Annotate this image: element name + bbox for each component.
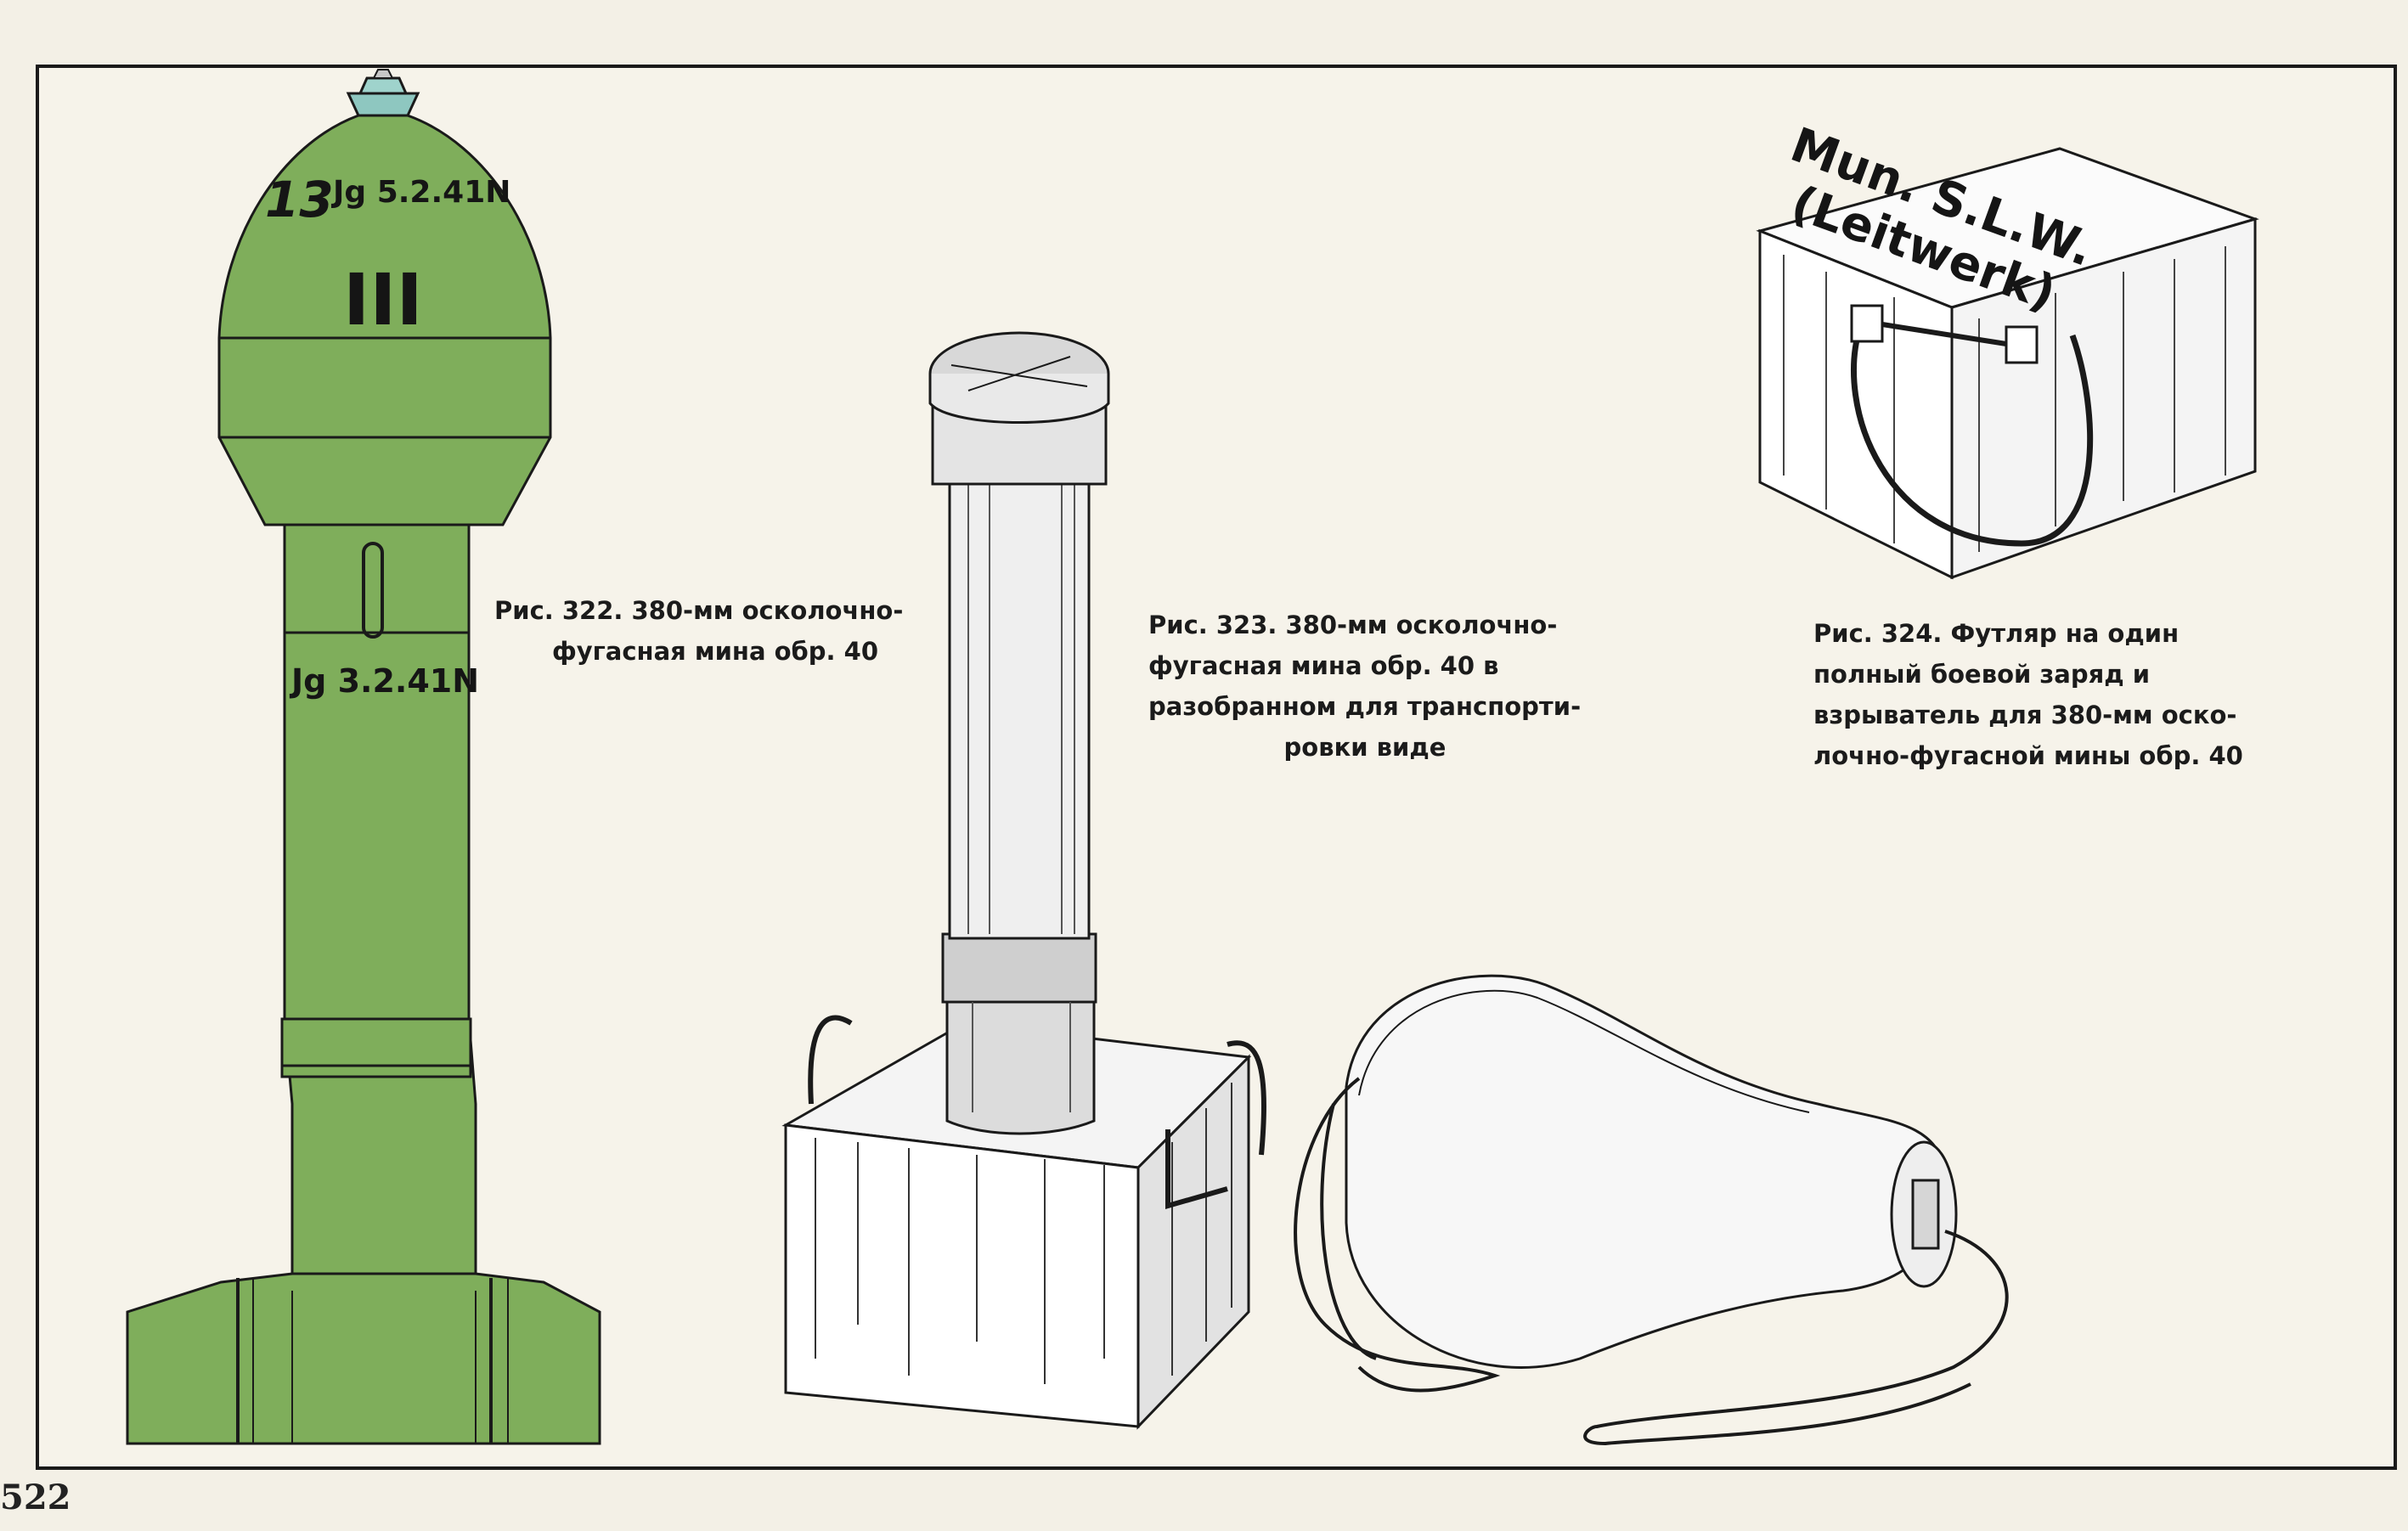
caption-fig322: Рис. 322. 380-мм осколочно- фугасная мин… xyxy=(494,590,936,672)
mine-marking-top: Jg 5.2.41N xyxy=(330,175,510,210)
caption-line: ровки виде xyxy=(1283,733,1446,762)
mine-marking-bottom: Jg 3.2.41N xyxy=(289,662,479,700)
caption-line: лочно-фугасной мины обр. 40 xyxy=(1813,741,2243,770)
caption-line: Рис. 322. 380-мм осколочно- xyxy=(494,596,904,625)
caption-fig323: Рис. 323. 380-мм осколочно- фугасная мин… xyxy=(1148,605,1582,768)
page-number: 522 xyxy=(0,1478,71,1517)
caption-line: фугасная мина обр. 40 xyxy=(551,637,879,666)
caption-fig324: Рис. 324. Футляр на один полный боевой з… xyxy=(1813,613,2247,776)
caption-line: полный боевой заряд и xyxy=(1813,660,2151,689)
charge-case-box-illustration: Mun. S.L.W. (Leitwerk) xyxy=(1756,117,2259,580)
caption-line: Рис. 324. Футляр на один xyxy=(1813,619,2180,648)
caption-line: разобранном для транспорти- xyxy=(1148,692,1582,721)
caption-line: Рис. 323. 380-мм осколочно- xyxy=(1148,611,1558,639)
mine-illustration: 13 Jg 5.2.41N III Jg 3.2.41N xyxy=(126,69,601,1445)
mine-marking-number: 13 xyxy=(265,171,334,228)
caption-line: фугасная мина обр. 40 в xyxy=(1148,651,1499,680)
mine-marking-roman: III xyxy=(343,258,423,341)
caption-line: взрыватель для 380-мм оско- xyxy=(1813,701,2237,729)
disassembled-mine-illustration xyxy=(781,331,1267,1430)
fuse-bag-illustration xyxy=(1294,974,2009,1446)
